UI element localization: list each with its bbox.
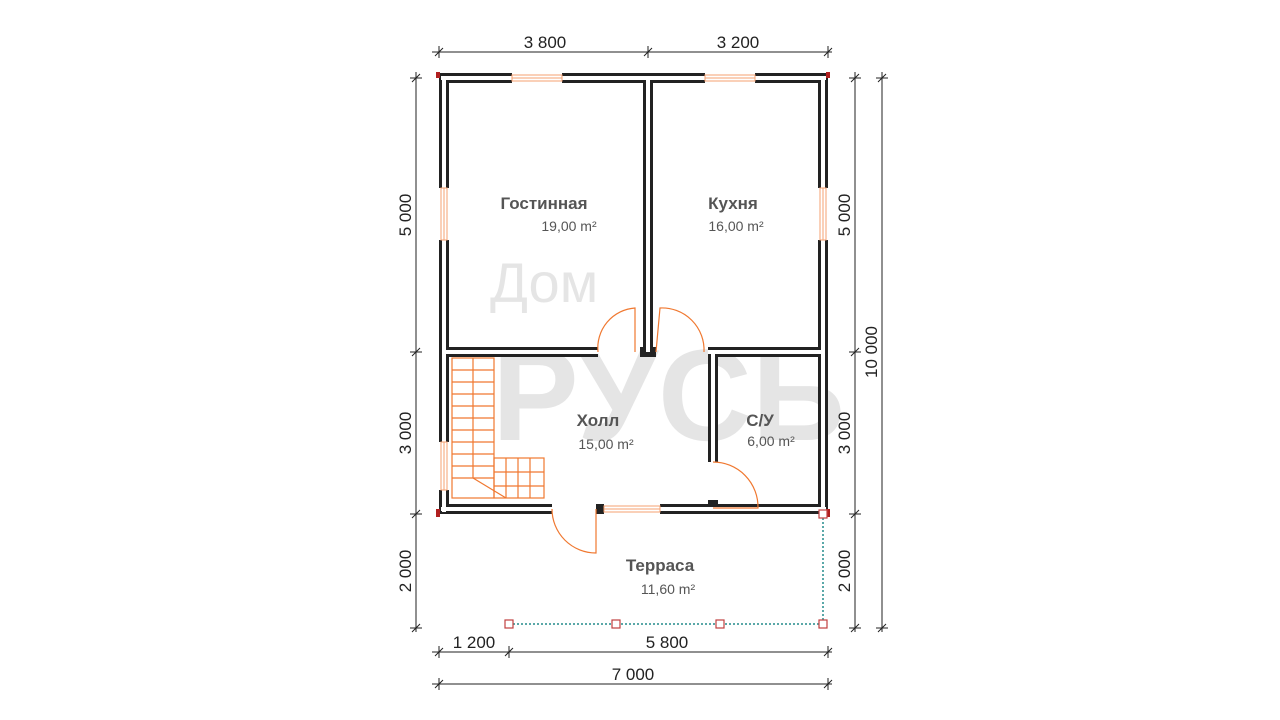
door-kitchen [655,307,705,353]
dim-top-right: 3 200 [717,33,760,52]
room-area-hall: 15,00 m² [578,436,634,452]
dim-left-top: 5 000 [396,194,415,237]
room-name-kitchen: Кухня [708,194,758,213]
dim-top-left: 3 800 [524,33,567,52]
dim-left-middle: 3 000 [396,412,415,455]
staircase [451,357,545,499]
dim-right-top: 5 000 [835,194,854,237]
room-area-living: 19,00 m² [541,218,597,234]
door-bathroom [712,461,759,509]
watermark-bottom: РУСЬ [492,322,845,468]
dim-bottom-right: 5 800 [646,633,689,652]
room-name-terrace: Терраса [626,556,695,575]
dim-left-bottom: 2 000 [396,550,415,593]
corner-markers [436,72,830,517]
room-area-terrace: 11,60 m² [641,581,696,597]
watermark-top: Дом [490,251,598,314]
door-entrance [551,508,597,554]
dim-right-total: 10 000 [862,326,881,378]
wall-cores [441,76,826,512]
dimension-lines [410,46,888,690]
room-name-bathroom: С/У [746,411,774,430]
terrace-railing [504,509,828,629]
room-area-kitchen: 16,00 m² [708,218,764,234]
dim-bottom-total: 7 000 [612,665,655,684]
watermark: Дом РУСЬ [490,251,845,468]
door-living [597,307,636,353]
dimension-labels: 3 800 3 200 1 200 5 800 7 000 5 000 3 00… [396,33,881,684]
room-name-living: Гостинная [500,194,587,213]
dim-bottom-left: 1 200 [453,633,496,652]
doors [551,307,759,554]
windows [440,74,827,513]
room-name-hall: Холл [577,411,620,430]
dim-right-bottom: 2 000 [835,550,854,593]
dim-right-middle: 3 000 [835,412,854,455]
room-labels: Гостинная 19,00 m² Кухня 16,00 m² Холл 1… [500,194,795,597]
room-area-bathroom: 6,00 m² [747,433,795,449]
